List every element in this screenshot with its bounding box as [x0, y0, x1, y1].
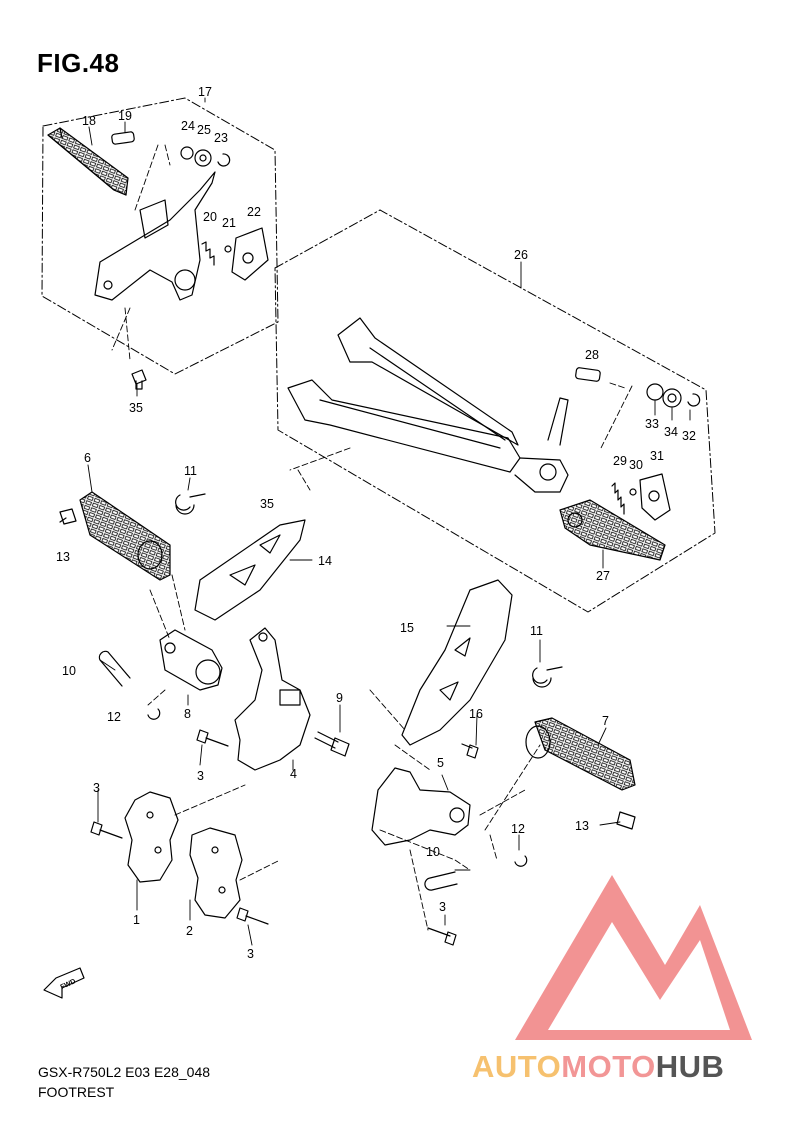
heel-guard-14 [194, 519, 306, 621]
leader-lines [87, 97, 691, 946]
callout-12b: 12 [511, 822, 525, 836]
callout-3b: 3 [93, 781, 100, 795]
plate-hole [218, 886, 226, 894]
callout-35: 35 [129, 401, 143, 415]
callout-2: 2 [186, 924, 193, 938]
callout-17: 17 [198, 85, 212, 99]
callout-8: 8 [184, 707, 191, 721]
pivot-pin-10 [98, 650, 131, 687]
pivot-pin-10b [424, 871, 458, 891]
callout-34: 34 [664, 425, 678, 439]
watermark-auto: AUTO [472, 1049, 562, 1084]
callout-7: 7 [602, 714, 609, 728]
return-spring-11 [175, 493, 206, 515]
callout-12: 12 [107, 710, 121, 724]
callout-15: 15 [400, 621, 414, 635]
bolt-3-d [427, 927, 457, 946]
plate-hole [211, 846, 219, 854]
callout-9: 9 [336, 691, 343, 705]
callout-32: 32 [682, 429, 696, 443]
callout-18: 18 [82, 114, 96, 128]
bolt-9 [314, 731, 350, 757]
callout-26: 26 [514, 248, 528, 262]
callout-11b: 11 [530, 624, 543, 638]
callout-3c: 3 [247, 947, 254, 961]
watermark-hub: HUB [655, 1049, 725, 1084]
bolt-3-a [196, 729, 229, 747]
footrest-mount-8 [159, 629, 223, 691]
callout-labels: 17 18 19 24 25 23 20 21 22 35 26 28 33 3… [56, 85, 696, 961]
mount-plate-2 [189, 827, 243, 919]
bolt-3-c [236, 907, 269, 925]
callout-10b: 10 [426, 845, 440, 859]
callout-29: 29 [613, 454, 627, 468]
callout-13b: 13 [575, 819, 589, 833]
footrest-bracket-5 [371, 767, 471, 846]
mount-plate-1 [124, 791, 179, 883]
callout-14: 14 [318, 554, 332, 568]
bracket-pivot [449, 807, 465, 823]
assembly-box-26 [274, 209, 716, 613]
callout-21: 21 [222, 216, 236, 230]
callout-16: 16 [469, 707, 483, 721]
figure-title: FIG.48 [37, 48, 120, 78]
callout-20: 20 [203, 210, 217, 224]
callout-31: 31 [650, 449, 664, 463]
bolt-16 [461, 743, 479, 759]
callout-25: 25 [197, 123, 211, 137]
fwd-direction-arrow [43, 967, 85, 999]
watermark-moto: MOTO [561, 1049, 656, 1084]
callout-5: 5 [437, 756, 444, 770]
bolt-13 [616, 811, 636, 830]
callout-4: 4 [290, 767, 297, 781]
rider-footrest-assembly-17 [47, 127, 269, 390]
callout-1: 1 [133, 913, 140, 927]
callout-3d: 3 [439, 900, 446, 914]
circlip-12b [514, 855, 528, 867]
footrest-peg-7 [525, 717, 636, 791]
callout-3a: 3 [197, 769, 204, 783]
callout-24: 24 [181, 119, 195, 133]
circlip-12 [147, 708, 161, 720]
callout-27: 27 [596, 569, 610, 583]
return-spring-11b [532, 666, 563, 688]
watermark-logo [515, 875, 752, 1040]
callout-11: 11 [184, 464, 197, 478]
callout-6: 6 [84, 451, 91, 465]
callout-33: 33 [645, 417, 659, 431]
model-code: GSX-R750L2 E03 E28_048 [38, 1064, 211, 1080]
callout-23: 23 [214, 131, 228, 145]
assembly-box-17 [41, 97, 279, 375]
callout-28: 28 [585, 348, 599, 362]
bolt-3-b [90, 821, 123, 839]
footrest-peg-6 [59, 491, 171, 581]
callout-13: 13 [56, 550, 70, 564]
heel-guard-15 [401, 579, 513, 746]
footrest-bracket-4 [234, 627, 311, 771]
callout-30: 30 [629, 458, 643, 472]
watermark-text: AUTOMOTOHUB [472, 1049, 724, 1085]
plate-hole [146, 811, 154, 819]
callout-22: 22 [247, 205, 261, 219]
bracket-hole [258, 632, 268, 642]
pillion-bracket-assembly-26 [287, 317, 701, 561]
section-name: FOOTREST [38, 1084, 115, 1100]
callout-10: 10 [62, 664, 76, 678]
callout-35b: 35 [260, 497, 274, 511]
callout-19: 19 [118, 109, 132, 123]
plate-hole [154, 846, 162, 854]
